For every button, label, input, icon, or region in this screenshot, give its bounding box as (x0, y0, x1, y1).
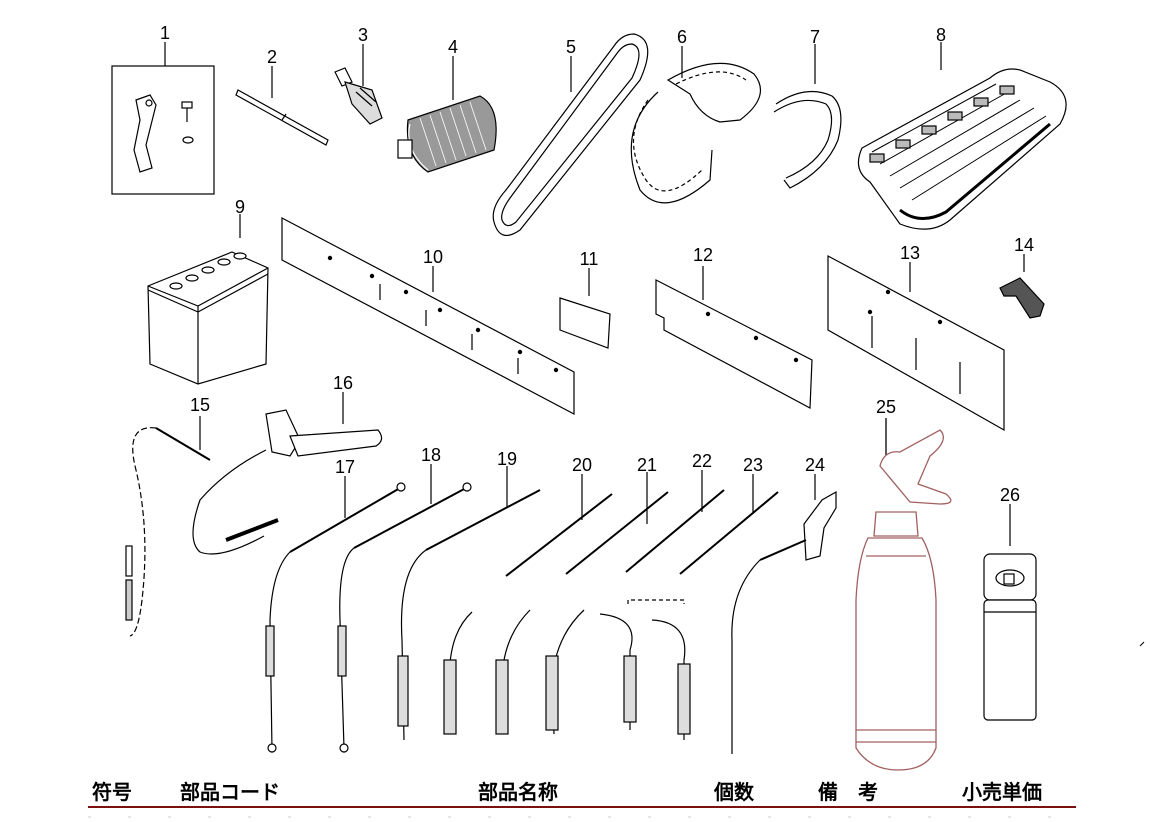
part-20-cable (443, 474, 613, 735)
part-9-battery (147, 214, 269, 385)
part-12-rubber-flap (655, 266, 813, 409)
header-quantity: 個数 (714, 780, 754, 804)
part-number-20: 20 (571, 455, 593, 475)
part-number-3: 3 (357, 25, 369, 45)
part-number-1: 1 (159, 23, 171, 43)
part-number-10: 10 (422, 247, 444, 267)
header-rule (88, 806, 1076, 808)
part-1-bracket-kit (111, 42, 215, 195)
part-number-2: 2 (266, 47, 278, 67)
part-number-21: 21 (636, 455, 658, 475)
part-7-belt (773, 44, 842, 189)
part-11-plate (559, 268, 611, 349)
part-number-5: 5 (565, 37, 577, 57)
part-number-14: 14 (1013, 235, 1035, 255)
part-19-cable (397, 466, 541, 741)
part-23-cable (599, 474, 779, 740)
part-number-13: 13 (899, 243, 921, 263)
header-retail-price: 小売単価 (962, 780, 1042, 804)
part-number-9: 9 (234, 197, 246, 217)
part-21-cable (495, 472, 669, 735)
part-22-cable (545, 470, 725, 735)
part-13-rubber-flap (827, 254, 1005, 432)
part-number-12: 12 (692, 245, 714, 265)
part-6-cogged-belt (630, 46, 762, 204)
part-number-8: 8 (935, 25, 947, 45)
part-17-cable (265, 476, 406, 753)
part-number-17: 17 (334, 457, 356, 477)
part-number-26: 26 (999, 485, 1021, 505)
part-number-18: 18 (420, 445, 442, 465)
stray-mark (1139, 641, 1145, 647)
header-symbol: 符号 (92, 780, 132, 804)
part-3-spark-plug (334, 44, 383, 125)
part-16-lever (192, 392, 383, 555)
part-number-24: 24 (804, 455, 826, 475)
header-remarks: 備 考 (818, 780, 878, 804)
next-row-remnant (88, 816, 1076, 818)
part-25-fire-extinguisher (855, 418, 952, 771)
header-part-name: 部品名称 (478, 780, 558, 804)
part-2-pin (235, 66, 329, 146)
part-26-spray-can (983, 504, 1037, 721)
part-number-23: 23 (742, 455, 764, 475)
part-number-16: 16 (332, 373, 354, 393)
part-number-22: 22 (691, 451, 713, 471)
part-4-air-filter (397, 56, 497, 173)
part-number-15: 15 (189, 395, 211, 415)
part-18-cable (337, 464, 472, 753)
part-8-crawler-track (857, 42, 1067, 230)
part-10-rubber-flap (281, 217, 575, 415)
header-part-code: 部品コード (180, 780, 280, 804)
part-number-6: 6 (676, 27, 688, 47)
part-24-throttle-lever (731, 474, 837, 754)
part-number-7: 7 (809, 27, 821, 47)
part-5-v-belt (492, 33, 649, 237)
part-number-25: 25 (875, 397, 897, 417)
part-14-clip (999, 254, 1045, 319)
part-number-11: 11 (579, 249, 599, 269)
part-number-19: 19 (496, 449, 518, 469)
part-number-4: 4 (447, 37, 459, 57)
part-15-cable (125, 416, 211, 637)
